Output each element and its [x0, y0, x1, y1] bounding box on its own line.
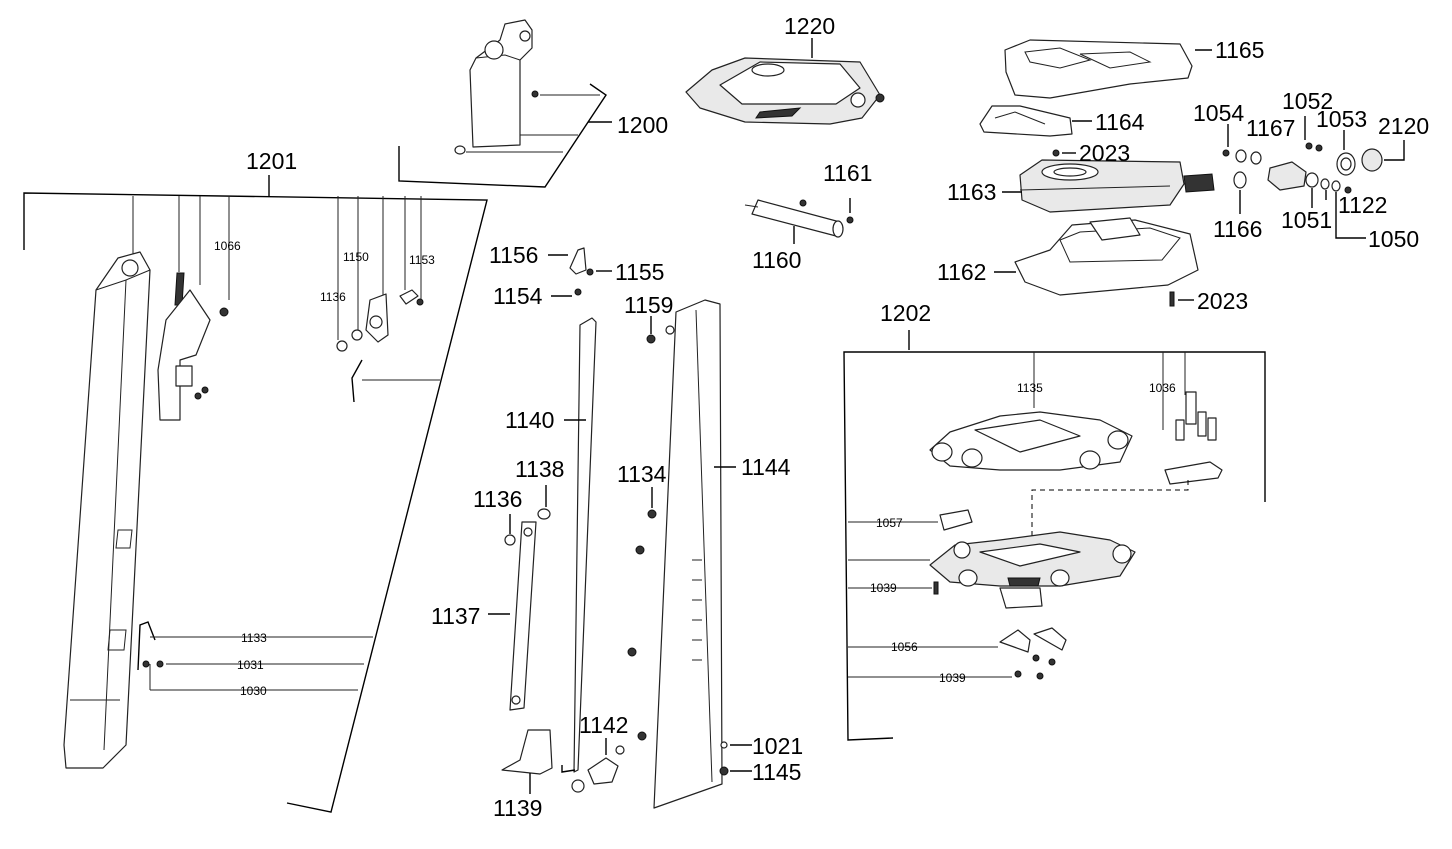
label-1133: 1133 — [241, 631, 267, 645]
label-1138: 1138 — [515, 456, 564, 482]
control-block — [1164, 461, 1223, 485]
label-1167: 1167 — [1246, 115, 1295, 141]
pivot-cap — [121, 259, 139, 277]
label-1051: 1051 — [1281, 207, 1332, 233]
latch-bracket — [157, 289, 211, 421]
label-1139: 1139 — [493, 795, 542, 821]
label-1161: 1161 — [823, 160, 872, 186]
label-1052: 1052 — [1282, 88, 1333, 114]
top-cover — [1004, 39, 1193, 99]
long-plate-1144 — [653, 299, 723, 809]
label-1159: 1159 — [624, 292, 673, 318]
label-1166: 1166 — [1213, 216, 1262, 242]
middle-parts — [488, 247, 752, 809]
label-1122: 1122 — [1338, 192, 1387, 218]
label-1144: 1144 — [741, 454, 791, 480]
part-1160 — [744, 198, 854, 244]
long-rod-1140 — [573, 317, 597, 773]
label-1136-mid: 1136 — [473, 486, 522, 512]
half-shell-left — [999, 629, 1031, 653]
label-1135: 1135 — [1017, 381, 1043, 395]
group-1200 — [398, 19, 612, 188]
label-1200: 1200 — [617, 112, 668, 138]
label-1150: 1150 — [343, 250, 369, 264]
label-1057: 1057 — [876, 516, 903, 530]
label-1021: 1021 — [752, 733, 803, 759]
link-bar-1137 — [509, 521, 537, 711]
block-1142 — [587, 757, 619, 785]
lower-housing — [1014, 219, 1199, 296]
label-1164: 1164 — [1095, 109, 1145, 135]
label-2120: 2120 — [1378, 113, 1429, 139]
label-1156: 1156 — [489, 242, 538, 268]
bracket-1200 — [398, 83, 607, 188]
label-1137: 1137 — [431, 603, 480, 629]
label-1134: 1134 — [617, 461, 667, 487]
group-1201 — [23, 175, 488, 813]
bracket-1139 — [501, 729, 553, 775]
label-1053: 1053 — [1316, 106, 1367, 132]
bracket-1202 — [843, 351, 1266, 741]
label-1155: 1155 — [615, 259, 664, 285]
group-1202 — [843, 330, 1266, 741]
part-1220 — [685, 38, 885, 125]
label-1136-left: 1136 — [320, 290, 346, 304]
label-1036: 1036 — [1149, 381, 1176, 395]
label-1165: 1165 — [1215, 37, 1264, 63]
label-1201: 1201 — [246, 148, 297, 174]
inner-cover — [979, 105, 1073, 137]
label-1162: 1162 — [937, 259, 986, 285]
label-1039-lower: 1039 — [939, 671, 966, 685]
label-1154: 1154 — [493, 283, 543, 309]
clip-1133 — [137, 621, 156, 671]
label-1050: 1050 — [1368, 226, 1419, 252]
bracket-1201 — [23, 192, 488, 813]
shaft-tube — [751, 199, 841, 237]
label-1030: 1030 — [240, 684, 267, 698]
label-1153: 1153 — [409, 253, 435, 267]
label-1140: 1140 — [505, 407, 554, 433]
label-1220: 1220 — [784, 13, 835, 39]
bracket-clip-1057 — [939, 509, 973, 531]
label-1163: 1163 — [947, 179, 996, 205]
latch-1156 — [569, 247, 587, 275]
label-1031: 1031 — [237, 658, 264, 672]
label-1142: 1142 — [579, 712, 628, 738]
gear-housing-1167 — [1267, 161, 1307, 191]
motor-assembly — [979, 39, 1405, 307]
label-1202: 1202 — [880, 300, 931, 326]
label-1066: 1066 — [214, 239, 241, 253]
label-2023-top: 2023 — [1079, 140, 1130, 166]
label-1145: 1145 — [752, 759, 801, 785]
labels: 1201 1200 1220 1165 1164 2023 1163 1161 … — [214, 13, 1429, 821]
label-2023-bottom: 2023 — [1197, 288, 1248, 314]
arm-housing — [63, 251, 151, 769]
label-1056: 1056 — [891, 640, 918, 654]
wire-rod — [351, 359, 363, 403]
label-1160: 1160 — [752, 247, 801, 273]
label-1054: 1054 — [1193, 100, 1244, 126]
half-shell-right — [1033, 627, 1067, 651]
label-1039-upper: 1039 — [870, 581, 897, 595]
